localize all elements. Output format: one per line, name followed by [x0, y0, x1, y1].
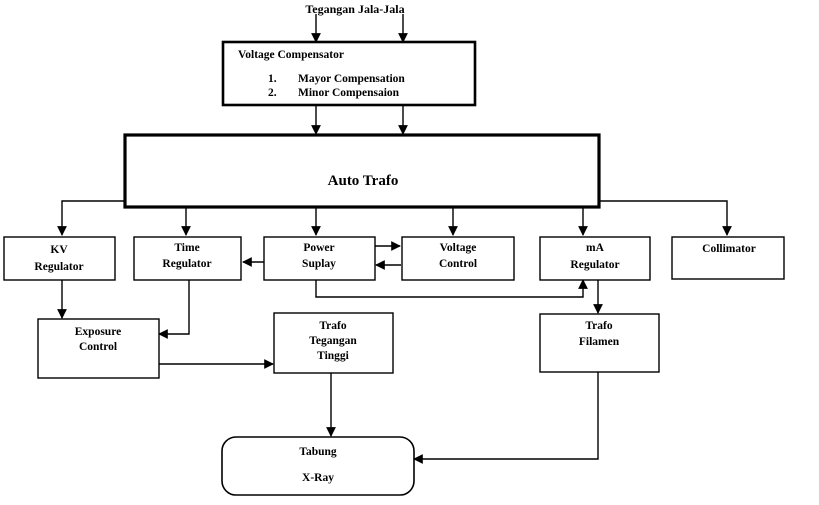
auto-trafo-label: Auto Trafo [328, 173, 399, 189]
tabung-xray-box [221, 436, 415, 496]
time-regulator-box [133, 236, 242, 281]
collimator-block: Collimator [671, 236, 785, 280]
trafo-tegangan-tinggi-line1: Trafo [319, 320, 347, 332]
auto-trafo-box [123, 133, 601, 209]
voltage-compensator-title: Voltage Compensator [238, 49, 344, 61]
kv-regulator-box [3, 236, 116, 281]
kv-regulator-line1: KV [50, 244, 68, 256]
arrow-autotrafo-collimator [599, 200, 732, 236]
ma-regulator-block: mA Regulator [539, 236, 651, 281]
voltage-control-block: Voltage Control [401, 236, 515, 281]
power-suplay-box [263, 236, 376, 281]
compensator-item-1-num: 1. [268, 73, 277, 85]
trafo-filamen-box [539, 313, 660, 373]
voltage-control-box [401, 236, 515, 281]
arrow-power-ma [315, 279, 588, 298]
trafo-filamen-block: Trafo Filamen [539, 313, 660, 373]
arrow-autotrafo-kv [57, 200, 125, 236]
tabung-xray-block: Tabung X-Ray [221, 436, 415, 496]
trafo-tegangan-tinggi-line2: Tegangan [309, 335, 357, 347]
exposure-control-line2: Control [79, 341, 117, 353]
voltage-control-line2: Control [439, 258, 477, 270]
voltage-compensator-box [221, 40, 477, 107]
tabung-xray-line1: Tabung [299, 446, 337, 458]
time-regulator-block: Time Regulator [133, 236, 242, 281]
exposure-control-line1: Exposure [75, 326, 121, 338]
collimator-box [671, 236, 785, 280]
voltage-compensator-block: Voltage Compensator 1. Mayor Compensatio… [221, 40, 477, 107]
trafo-tegangan-tinggi-box [273, 312, 394, 374]
compensator-item-1-text: Mayor Compensation [298, 73, 405, 85]
auto-trafo-block: Auto Trafo [123, 133, 601, 209]
ma-regulator-box [539, 236, 651, 281]
trafo-filamen-line1: Trafo [585, 320, 613, 332]
power-suplay-block: Power Suplay [263, 236, 376, 281]
exposure-control-block: Exposure Control [37, 318, 160, 379]
power-suplay-line2: Suplay [302, 258, 336, 270]
kv-regulator-block: KV Regulator [3, 236, 116, 281]
power-suplay-line1: Power [303, 242, 334, 254]
ma-regulator-line1: mA [586, 242, 605, 254]
time-regulator-line1: Time [174, 242, 199, 254]
collimator-label: Collimator [702, 243, 756, 255]
arrow-time-exposure [158, 280, 190, 339]
time-regulator-line2: Regulator [162, 258, 211, 270]
kv-regulator-line2: Regulator [34, 261, 83, 273]
tabung-xray-line2: X-Ray [302, 472, 334, 484]
exposure-control-box [37, 318, 160, 379]
arrow-filamen-tabung [413, 372, 599, 464]
compensator-item-2-text: Minor Compensaion [298, 87, 400, 99]
trafo-tegangan-tinggi-block: Trafo Tegangan Tinggi [273, 312, 394, 374]
connections [57, 14, 732, 464]
input-label: Tegangan Jala-Jala [305, 2, 404, 16]
ma-regulator-line2: Regulator [570, 259, 619, 271]
voltage-control-line1: Voltage [440, 242, 477, 254]
trafo-filamen-line2: Filamen [579, 336, 620, 348]
compensator-item-2-num: 2. [268, 87, 277, 99]
trafo-tegangan-tinggi-line3: Tinggi [317, 350, 350, 362]
